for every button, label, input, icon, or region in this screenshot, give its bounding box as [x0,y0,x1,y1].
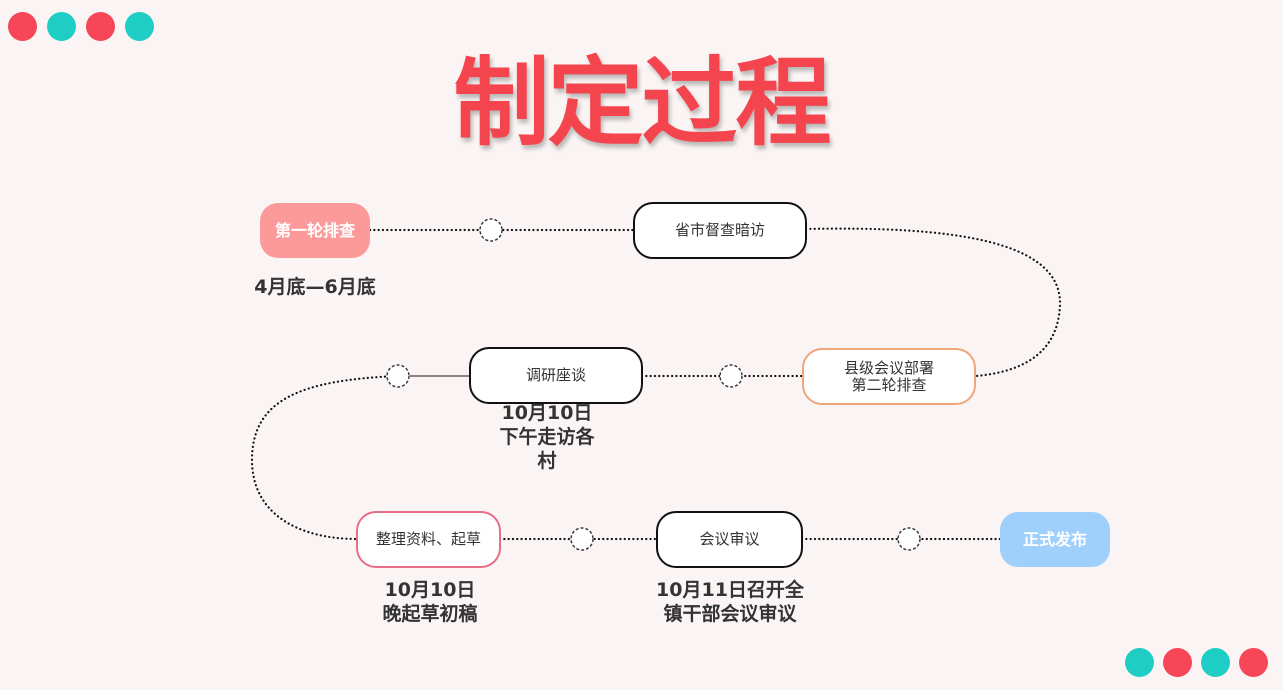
connector-marker [719,364,743,388]
decor-dot [1239,648,1268,677]
decor-dot [47,12,76,41]
decor-dot [1163,648,1192,677]
step-county-meeting: 县级会议部署 第二轮排查 [802,348,976,405]
step-provincial-inspection: 省市督查暗访 [633,202,807,259]
step-first-round-inspection: 第一轮排查 [260,203,370,258]
date-label: 4月底—6月底 [254,276,376,298]
decor-dot [125,12,154,41]
step-research-discussion: 调研座谈 [469,347,643,404]
step-meeting-review: 会议审议 [656,511,803,568]
decor-dot [1201,648,1230,677]
decor-dot [86,12,115,41]
date-label: 10月10日 晚起草初稿 [382,579,478,625]
connector-curve [250,374,400,541]
connector-marker [386,364,410,388]
connector-marker [897,527,921,551]
step-organize-draft: 整理资料、起草 [356,511,501,568]
step-official-release: 正式发布 [1000,512,1110,567]
date-label: 10月11日召开全 镇干部会议审议 [656,579,804,625]
page-title: 制定过程 [453,47,832,159]
decor-dot [1125,648,1154,677]
decor-dot [8,12,37,41]
connector-curve [804,227,1062,378]
date-label: 10月10日 下午走访各 村 [499,402,595,472]
connector-marker [570,527,594,551]
connector-marker [479,218,503,242]
